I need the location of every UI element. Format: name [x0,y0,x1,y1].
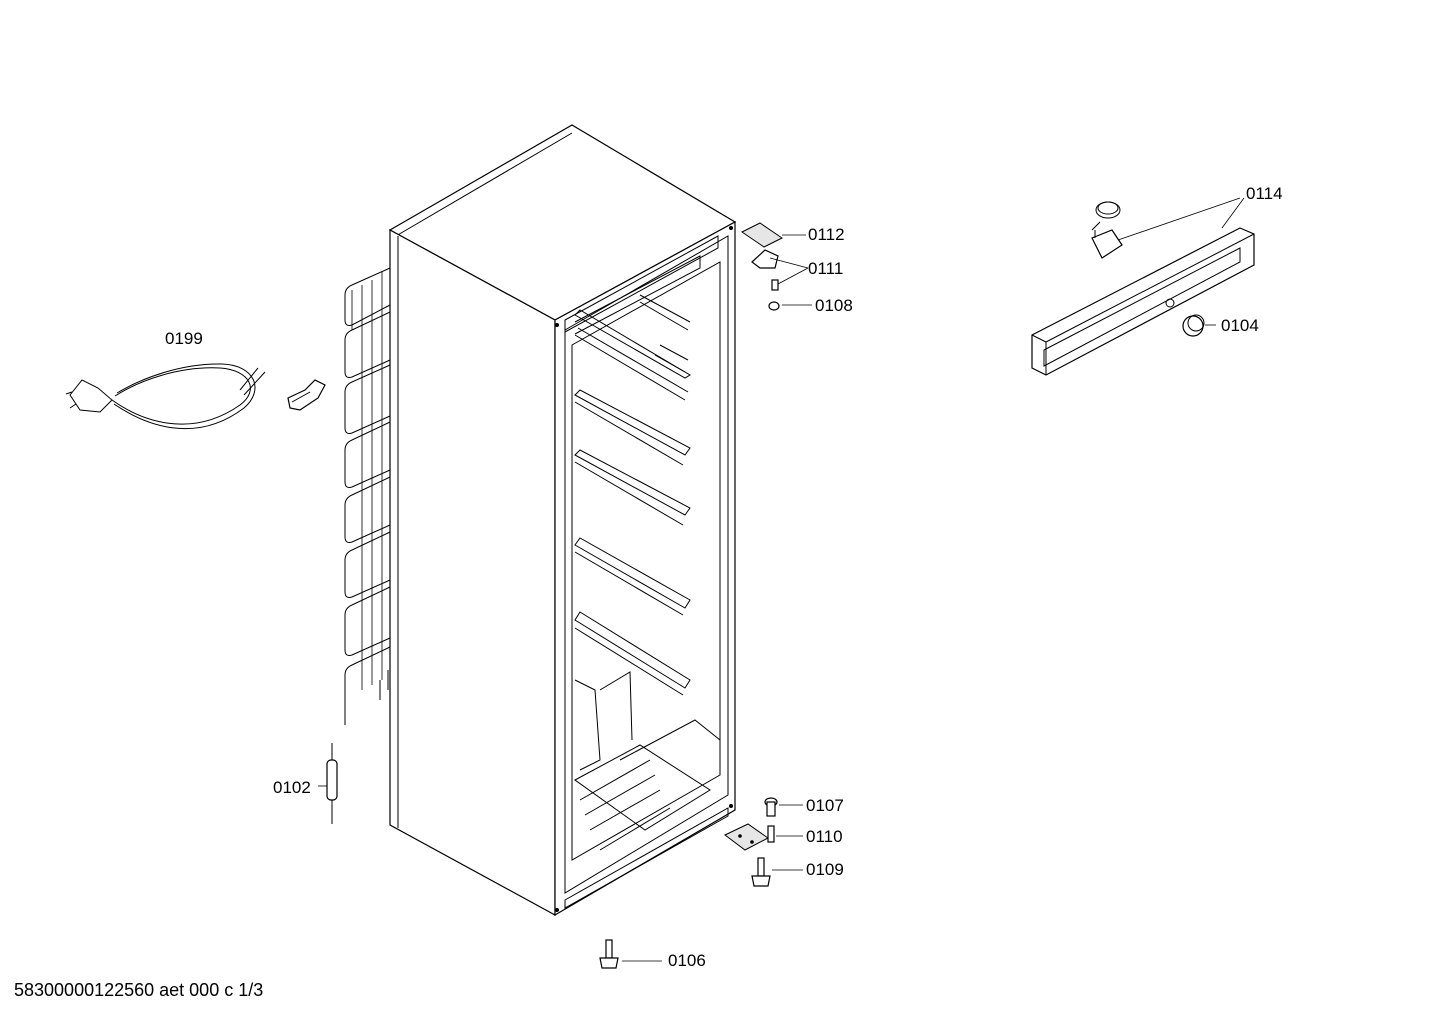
hinge-pin-top [751,249,779,291]
foot-screw [751,857,771,887]
cabinet [388,124,737,917]
hinge-cover [741,222,783,248]
label-0107: 0107 [806,796,844,815]
bottom-hinge [724,823,775,851]
evaporator-shelves [574,294,691,696]
filter-dryer [326,743,338,824]
label-0106: 0106 [668,951,706,970]
lower-compartment [574,671,721,851]
adjustable-foot [599,939,619,969]
thermostat [1091,201,1123,259]
label-0104: 0104 [1221,316,1259,335]
knob [1182,314,1205,337]
label-0102: 0102 [273,778,311,797]
label-0108: 0108 [815,296,853,315]
label-0111: 0111 [808,259,843,278]
thermostat-housing [1031,227,1255,376]
label-0199: 0199 [165,329,203,348]
label-0114: 0114 [1246,184,1283,203]
nut [768,301,780,311]
label-0110: 0110 [806,827,843,846]
cord-clamp [287,379,326,411]
label-0109: 0109 [806,860,844,879]
hinge-pin-bottom [764,797,778,817]
label-0112: 0112 [808,225,845,244]
condenser-coil [344,267,391,725]
document-footer-code: 58300000122560 aet 000 c 1/3 [14,980,264,1000]
power-cord [65,363,266,430]
